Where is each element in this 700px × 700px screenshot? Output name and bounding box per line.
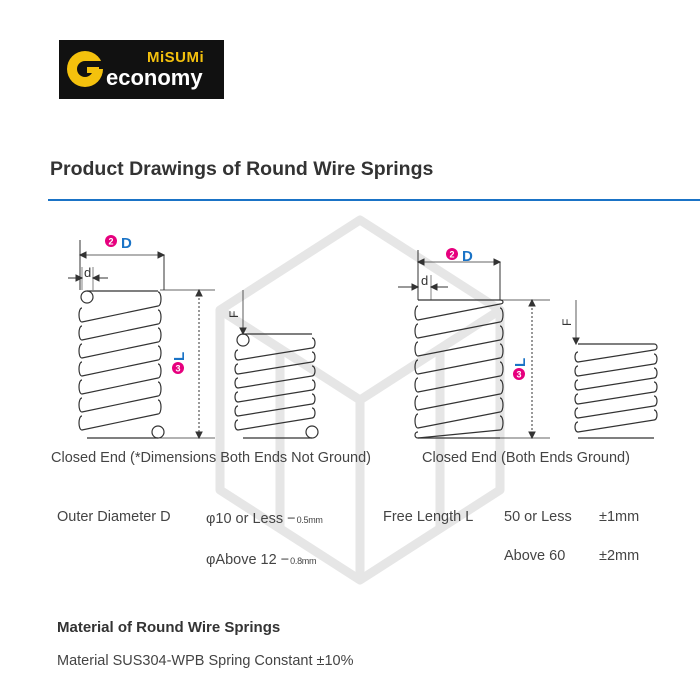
free-row2-tolerance: ±2mm [599,548,640,564]
right-compressed-spring [574,343,658,439]
outer-diameter-row2: φAbove 12 −0.8mm [206,552,316,568]
outer-row1-tolerance: 0.5mm [296,515,323,525]
outer-row2-value: φAbove 12 − [206,552,290,568]
misumi-economy-logo: MiSUMi economy [59,40,224,99]
marker-l-left: 3 [175,364,180,374]
page-title: Product Drawings of Round Wire Springs [50,158,434,180]
material-description: Material SUS304-WPB Spring Constant ±10% [57,653,354,669]
spring-drawings: 2 D d 3 L F 2 D d 3 L F [68,235,658,440]
logo-product-text: economy [106,65,203,90]
label-D-left: D [121,235,132,252]
g-logo-icon [67,51,105,87]
free-row1-tolerance: ±1mm [599,509,640,525]
left-free-spring [78,290,165,439]
label-D-right: D [462,248,473,265]
label-F-left: F [227,311,241,318]
outer-diameter-label: Outer Diameter D [57,509,171,525]
marker-l-right: 3 [516,370,521,380]
title-underline [48,199,700,201]
left-compressed-spring [234,333,319,439]
label-d-right: d [421,273,428,288]
right-drawing-caption: Closed End (Both Ends Ground) [422,450,630,466]
label-d-left: d [84,265,91,280]
outer-row2-tolerance: 0.8mm [290,556,317,566]
marker-d-right: 2 [449,250,454,260]
free-length-label: Free Length L [383,509,474,525]
left-drawing-caption: Closed End (*Dimensions Both Ends Not Gr… [51,450,371,466]
free-row1-range: 50 or Less [504,509,572,525]
free-row2-range: Above 60 [504,548,566,564]
label-L-left: L [171,352,188,361]
outer-diameter-row1: φ10 or Less −0.5mm [206,511,323,527]
label-L-right: L [512,358,529,367]
marker-d-left: 2 [108,237,113,247]
outer-row1-value: φ10 or Less − [206,511,296,527]
watermark-icon [215,215,505,585]
material-heading: Material of Round Wire Springs [57,619,281,636]
label-F-right: F [560,319,574,326]
right-free-spring [414,299,504,439]
logo-brand-text: MiSUMi [147,49,205,66]
